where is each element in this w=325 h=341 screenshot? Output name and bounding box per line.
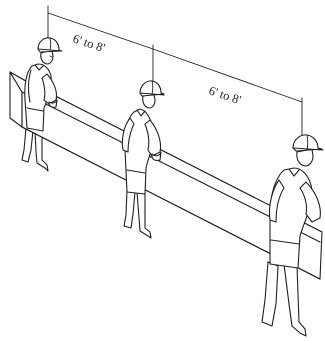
worker-rear-head bbox=[293, 135, 323, 166]
worker-front-head bbox=[38, 38, 62, 64]
worker-middle-head bbox=[140, 81, 164, 108]
spacing-label-front: 6' to 8' bbox=[71, 32, 107, 56]
worker-rear-legs bbox=[262, 262, 306, 336]
spacing-label-rear: 6' to 8' bbox=[207, 84, 243, 108]
worker-middle-legs bbox=[124, 190, 151, 238]
